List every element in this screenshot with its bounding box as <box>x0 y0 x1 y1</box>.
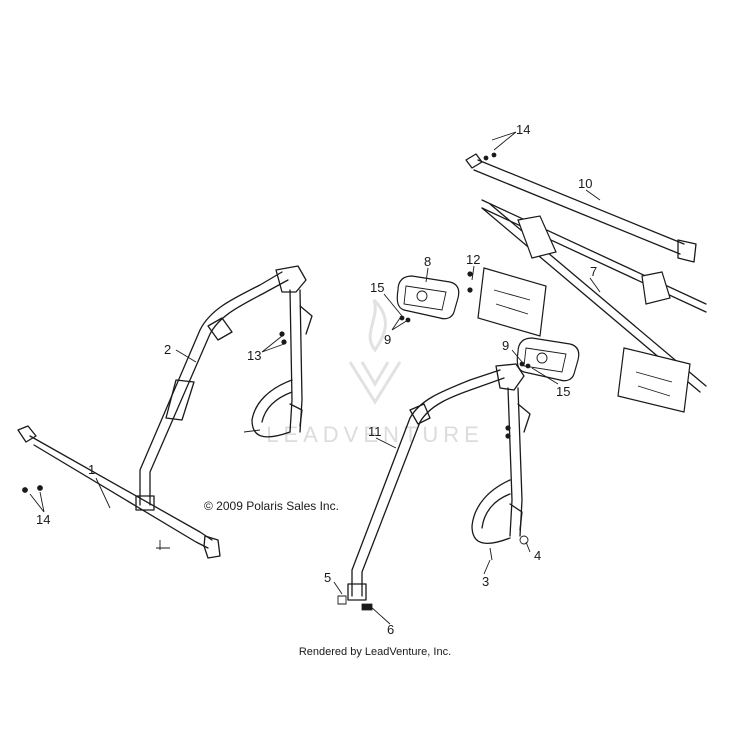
callout-9-upper: 9 <box>384 332 391 347</box>
callout-15-upper: 15 <box>370 280 384 295</box>
callout-9-lower: 9 <box>502 338 509 353</box>
part-8-tail-light <box>396 275 460 323</box>
callout-10: 10 <box>578 176 592 191</box>
callout-3: 3 <box>482 574 489 589</box>
watermark: LEADVENTURE <box>266 298 484 447</box>
rendered-by-credit: Rendered by LeadVenture, Inc. <box>299 646 451 658</box>
callout-14-top: 14 <box>516 122 530 137</box>
part-10-top-bar <box>465 152 697 263</box>
callout-1: 1 <box>88 462 95 477</box>
part-7-rear-braces <box>467 199 707 413</box>
callout-13: 13 <box>247 348 261 363</box>
callout-11: 11 <box>368 424 382 439</box>
callout-7: 7 <box>590 264 597 279</box>
part-1-front-bar <box>17 425 221 559</box>
part-tail-light-lower <box>516 337 580 382</box>
callout-12: 12 <box>466 252 480 267</box>
leader-lines <box>29 131 601 625</box>
callout-14-left: 14 <box>36 512 50 527</box>
callouts: 1 2 3 4 5 6 7 8 9 9 10 11 12 13 14 14 15… <box>36 122 597 637</box>
leadventure-logo-icon <box>348 298 402 405</box>
part-2-front-hoop <box>135 265 313 511</box>
part-11-rear-hoop <box>337 363 531 611</box>
callout-4: 4 <box>534 548 541 563</box>
callout-6: 6 <box>387 622 394 637</box>
callout-8: 8 <box>424 254 431 269</box>
watermark-text: LEADVENTURE <box>266 422 484 447</box>
callout-15-lower: 15 <box>556 384 570 399</box>
callout-2: 2 <box>164 342 171 357</box>
callout-5: 5 <box>324 570 331 585</box>
copyright-note: © 2009 Polaris Sales Inc. <box>204 499 339 513</box>
